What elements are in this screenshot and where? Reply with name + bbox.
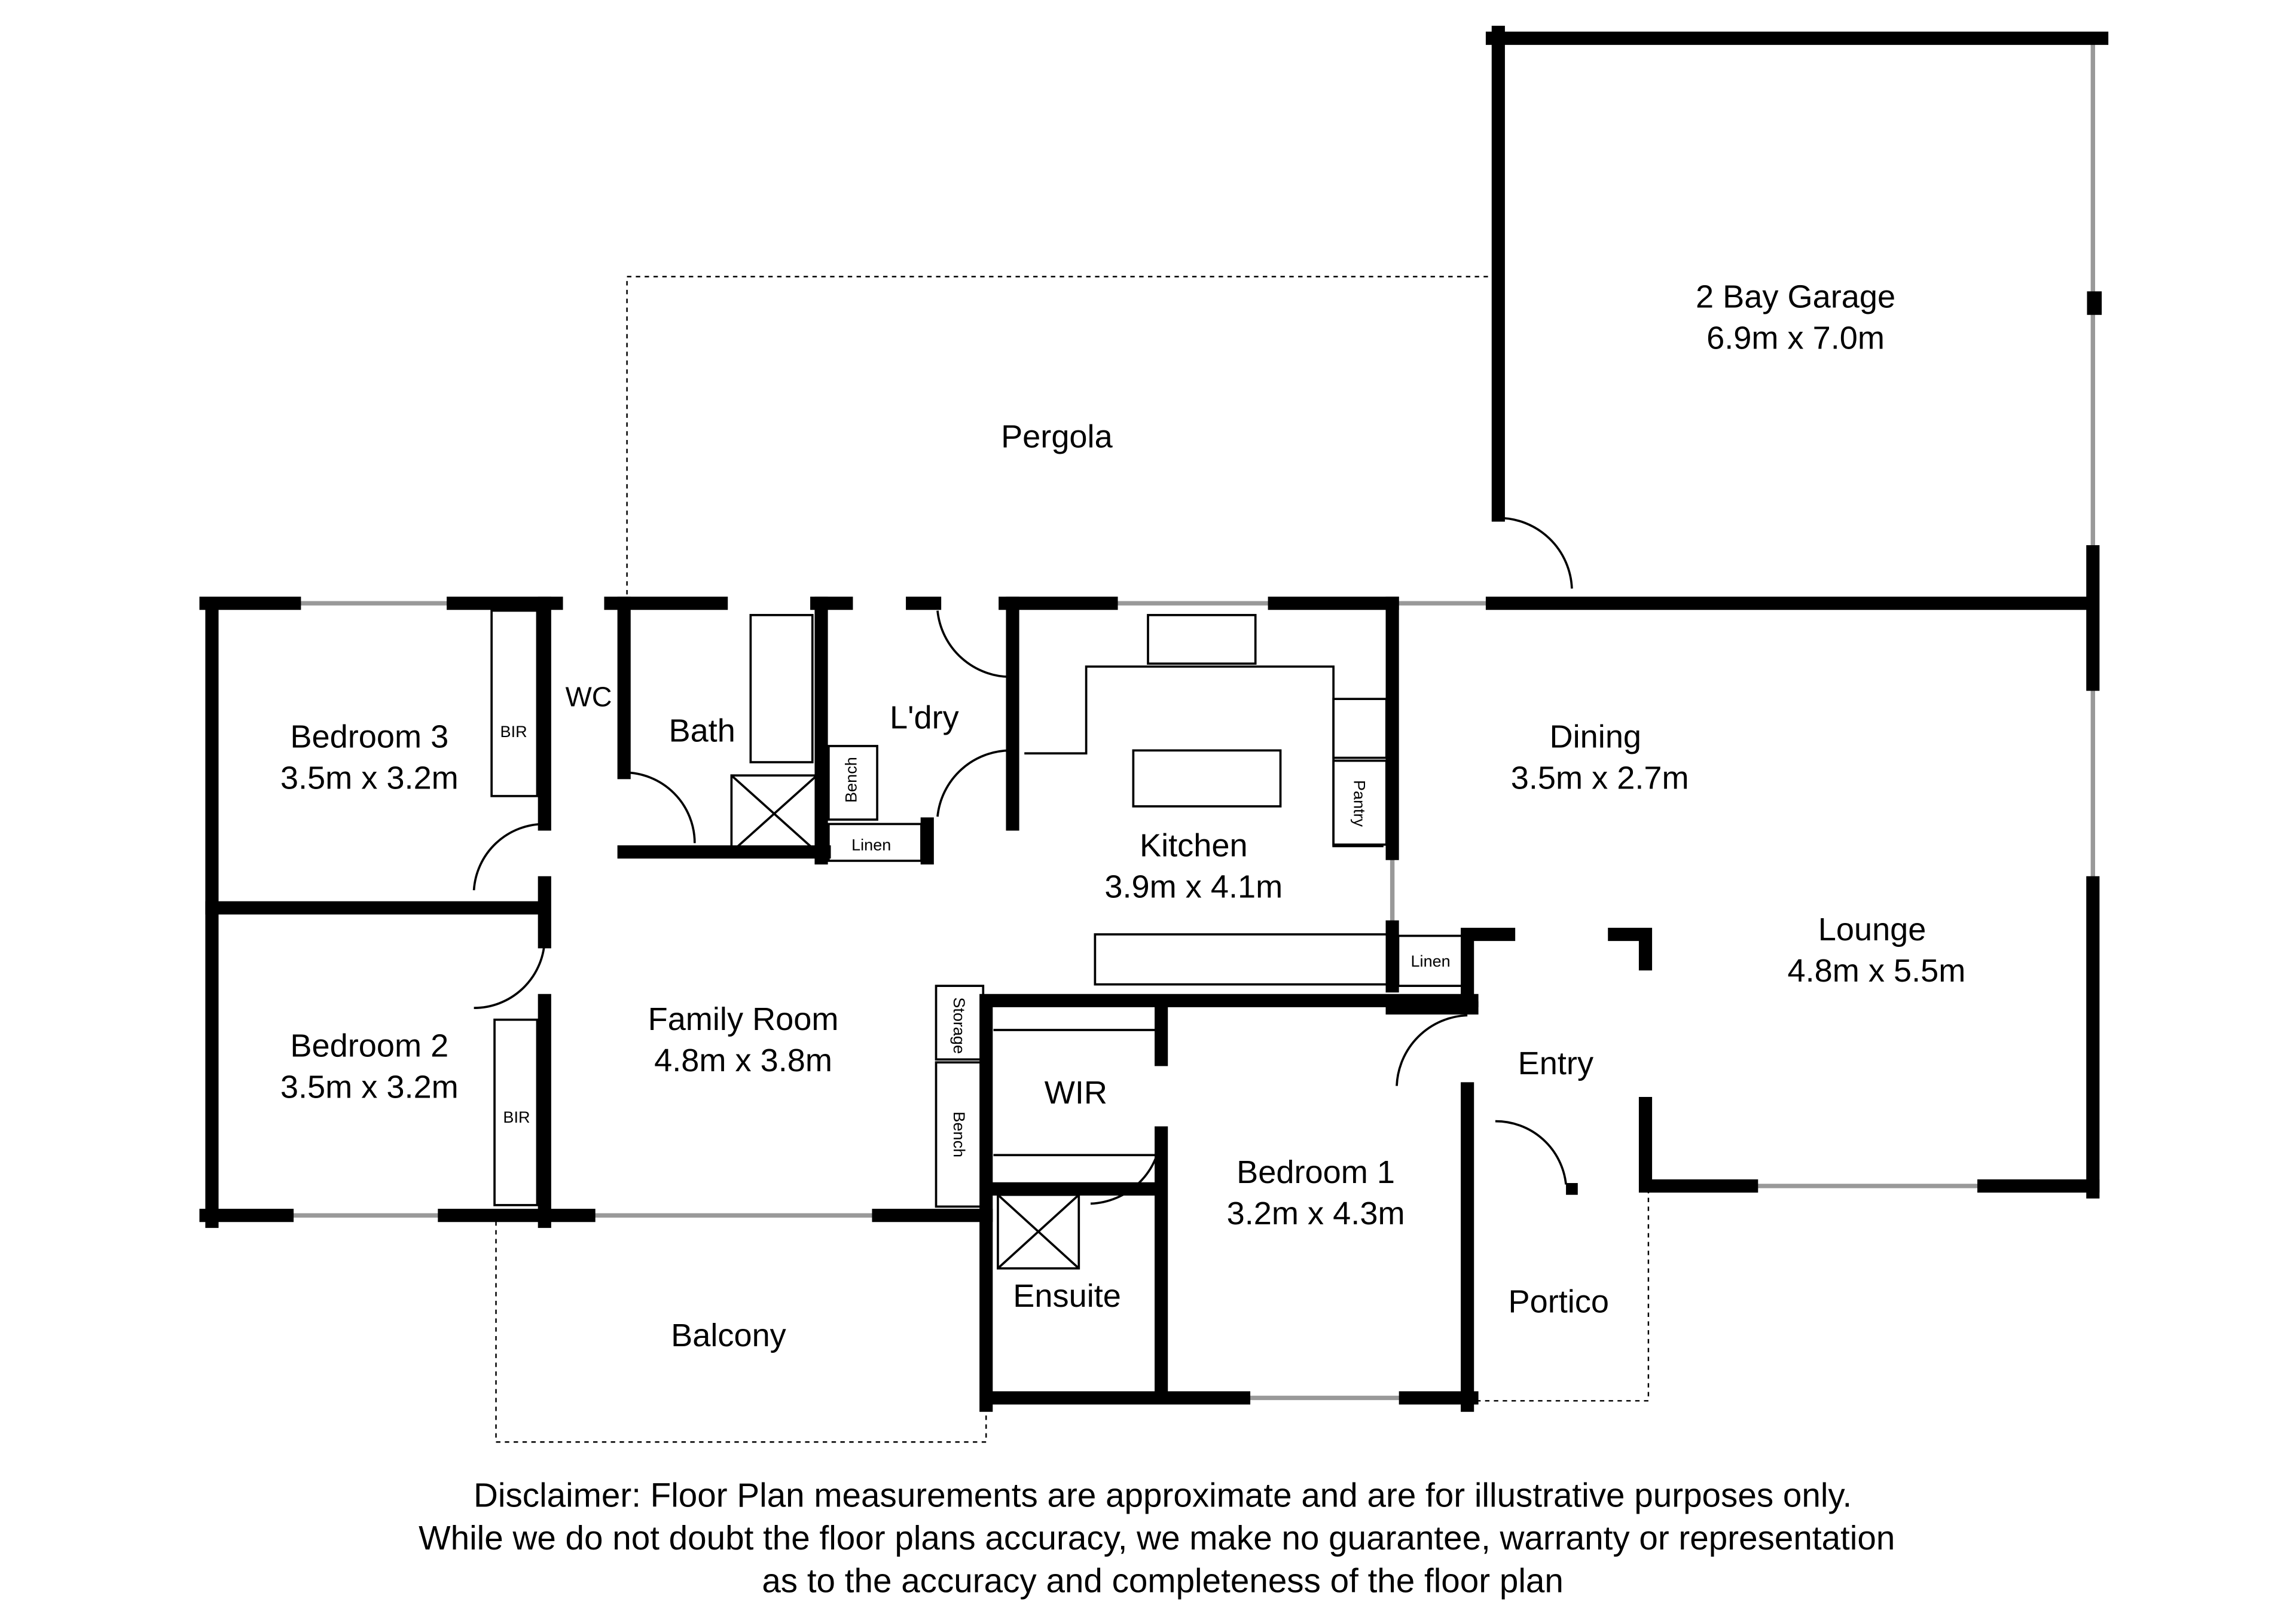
entry-label: Entry [1518,1046,1593,1081]
garage-label: 2 Bay Garage [1696,279,1895,314]
wc-label: WC [566,681,612,713]
bedroom3-label: Bedroom 3 [290,719,448,754]
laundry-label: L'dry [890,699,959,735]
bedroom2-label: Bedroom 2 [290,1028,448,1063]
dining-label: Dining [1550,719,1642,754]
bir-closet [490,609,539,797]
bir-closet [493,1018,539,1206]
bedroom3-size: 3.5m x 3.2m [280,760,459,796]
balcony-outline [495,1221,987,1443]
pergola-outline [626,276,1492,604]
bedroom1-label: Bedroom 1 [1236,1154,1395,1190]
lounge-label: Lounge [1818,912,1926,947]
room-labels: 2 Bay Garage 6.9m x 7.0m Pergola Bedroom… [280,279,1966,1353]
dining-size: 3.5m x 2.7m [1511,760,1689,796]
wir-label: WIR [1045,1075,1107,1111]
kitchen-island [1132,749,1282,808]
disclaimer-line: as to the accuracy and completeness of t… [762,1561,1564,1599]
ensuite-label: Ensuite [1013,1278,1121,1314]
fixture-outlines [472,516,1573,1270]
storage-label: Storage [950,997,969,1054]
pantry-label: Pantry [1351,780,1369,827]
disclaimer-line: Disclaimer: Floor Plan measurements are … [474,1477,1852,1514]
dashed-outlines [495,276,1650,1443]
linen-closet [1397,934,1464,988]
bench-label: Bench [842,757,860,803]
walls [199,26,2109,1412]
bathtub [749,614,814,763]
bir-label: BIR [500,722,527,741]
portico-outline [1476,1191,1650,1402]
linen-label: Linen [1411,952,1451,970]
kitchen-label: Kitchen [1140,828,1248,864]
bath-label: Bath [668,713,735,749]
storage [935,985,985,1061]
fixture-labels: BIR BIR Linen Linen Bench Pantry Storage… [500,722,1451,1157]
bench [828,745,878,821]
garage-size: 6.9m x 7.0m [1706,320,1885,356]
windows [287,44,2095,1401]
bench-label: Bench [950,1111,969,1157]
disclaimer-line: While we do not doubt the floor plans ac… [419,1519,1895,1557]
bedroom2-size: 3.5m x 3.2m [280,1069,459,1105]
family-room-size: 4.8m x 3.8m [654,1043,832,1078]
portico-label: Portico [1509,1284,1610,1320]
kitchen-counter [1094,933,1391,986]
ensuite-shower [997,1193,1080,1270]
linen-label: Linen [851,836,891,854]
bir-label: BIR [503,1108,530,1126]
bedroom1-size: 3.2m x 4.3m [1227,1196,1405,1231]
kitchen-size: 3.9m x 4.1m [1104,869,1283,904]
pantry [1332,759,1388,846]
pergola-label: Pergola [1001,418,1113,454]
disclaimer: Disclaimer: Floor Plan measurements are … [419,1477,1895,1600]
kitchen-sink [1147,614,1257,665]
linen-closet [828,823,923,862]
bench [935,1061,985,1208]
balcony-label: Balcony [671,1318,786,1353]
shower [730,774,819,854]
cooktop [1332,698,1388,759]
lounge-size: 4.8m x 5.5m [1788,953,1966,989]
family-room-label: Family Room [648,1001,839,1037]
